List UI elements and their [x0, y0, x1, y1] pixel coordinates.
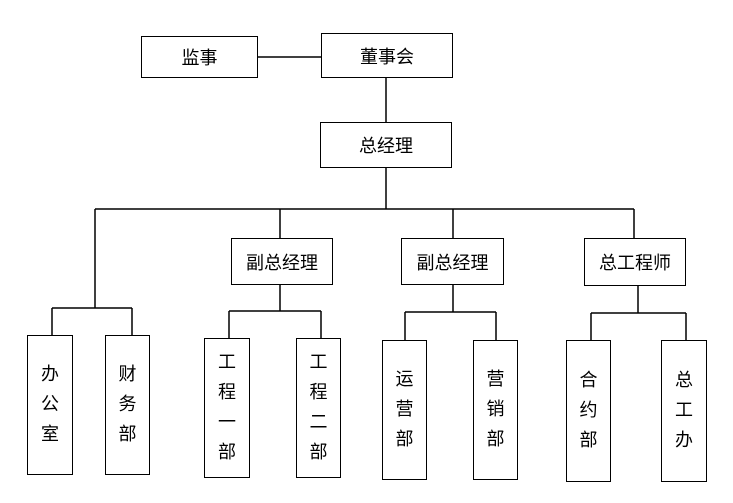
- vertical-char: 部: [118, 424, 137, 445]
- dept-marketing: 营销部: [473, 340, 518, 480]
- dept-engineering-1-label: 工程一部: [218, 348, 236, 468]
- node-chief-engineer-label: 总工程师: [599, 253, 671, 274]
- dept-chief-engineer-office-label: 总工办: [675, 366, 693, 456]
- vertical-char: 营: [395, 399, 414, 420]
- vertical-char: 运: [395, 369, 414, 390]
- vertical-char: 公: [41, 394, 59, 415]
- dept-engineering-1: 工程一部: [204, 338, 250, 478]
- vertical-char: 总: [675, 370, 693, 391]
- vertical-char: 部: [486, 429, 505, 450]
- node-supervisor: 监事: [141, 36, 258, 78]
- vertical-char: 二: [309, 412, 328, 433]
- dept-marketing-label: 营销部: [487, 365, 505, 455]
- vertical-char: 财: [118, 364, 137, 385]
- node-board-label: 董事会: [360, 46, 414, 68]
- vertical-char: 部: [395, 429, 414, 450]
- vertical-char: 工: [309, 352, 328, 373]
- dept-operations: 运营部: [382, 340, 427, 480]
- vertical-char: 程: [218, 382, 236, 403]
- node-chief-engineer: 总工程师: [584, 238, 686, 286]
- node-board: 董事会: [321, 33, 453, 78]
- vertical-char: 办: [675, 430, 693, 451]
- vertical-char: 部: [579, 430, 598, 451]
- vertical-char: 工: [218, 352, 236, 373]
- vertical-char: 程: [309, 382, 328, 403]
- node-vp2: 副总经理: [401, 238, 504, 285]
- vertical-char: 一: [218, 412, 236, 433]
- node-supervisor-label: 监事: [181, 48, 218, 69]
- vertical-char: 约: [579, 400, 598, 421]
- vertical-char: 办: [41, 364, 59, 385]
- dept-contract-label: 合约部: [580, 366, 598, 456]
- vertical-char: 部: [218, 442, 236, 463]
- dept-engineering-2-label: 工程二部: [310, 348, 328, 468]
- dept-chief-engineer-office: 总工办: [661, 340, 707, 482]
- vertical-char: 合: [579, 370, 598, 391]
- vertical-char: 销: [486, 399, 505, 420]
- dept-engineering-2: 工程二部: [296, 338, 341, 478]
- dept-contract: 合约部: [566, 340, 611, 482]
- vertical-char: 工: [675, 400, 693, 421]
- vertical-char: 部: [309, 442, 328, 463]
- dept-finance: 财务部: [105, 335, 150, 475]
- dept-office-label: 办公室: [41, 360, 59, 450]
- vertical-char: 务: [118, 394, 137, 415]
- dept-finance-label: 财务部: [119, 360, 137, 450]
- node-vp2-label: 副总经理: [416, 252, 489, 274]
- node-gm: 总经理: [320, 122, 452, 168]
- vertical-char: 营: [486, 369, 505, 390]
- node-gm-label: 总经理: [359, 136, 413, 157]
- vertical-char: 室: [41, 424, 59, 445]
- dept-office: 办公室: [27, 335, 73, 475]
- node-vp1: 副总经理: [231, 238, 333, 285]
- node-vp1-label: 副总经理: [246, 252, 318, 274]
- dept-operations-label: 运营部: [396, 365, 414, 455]
